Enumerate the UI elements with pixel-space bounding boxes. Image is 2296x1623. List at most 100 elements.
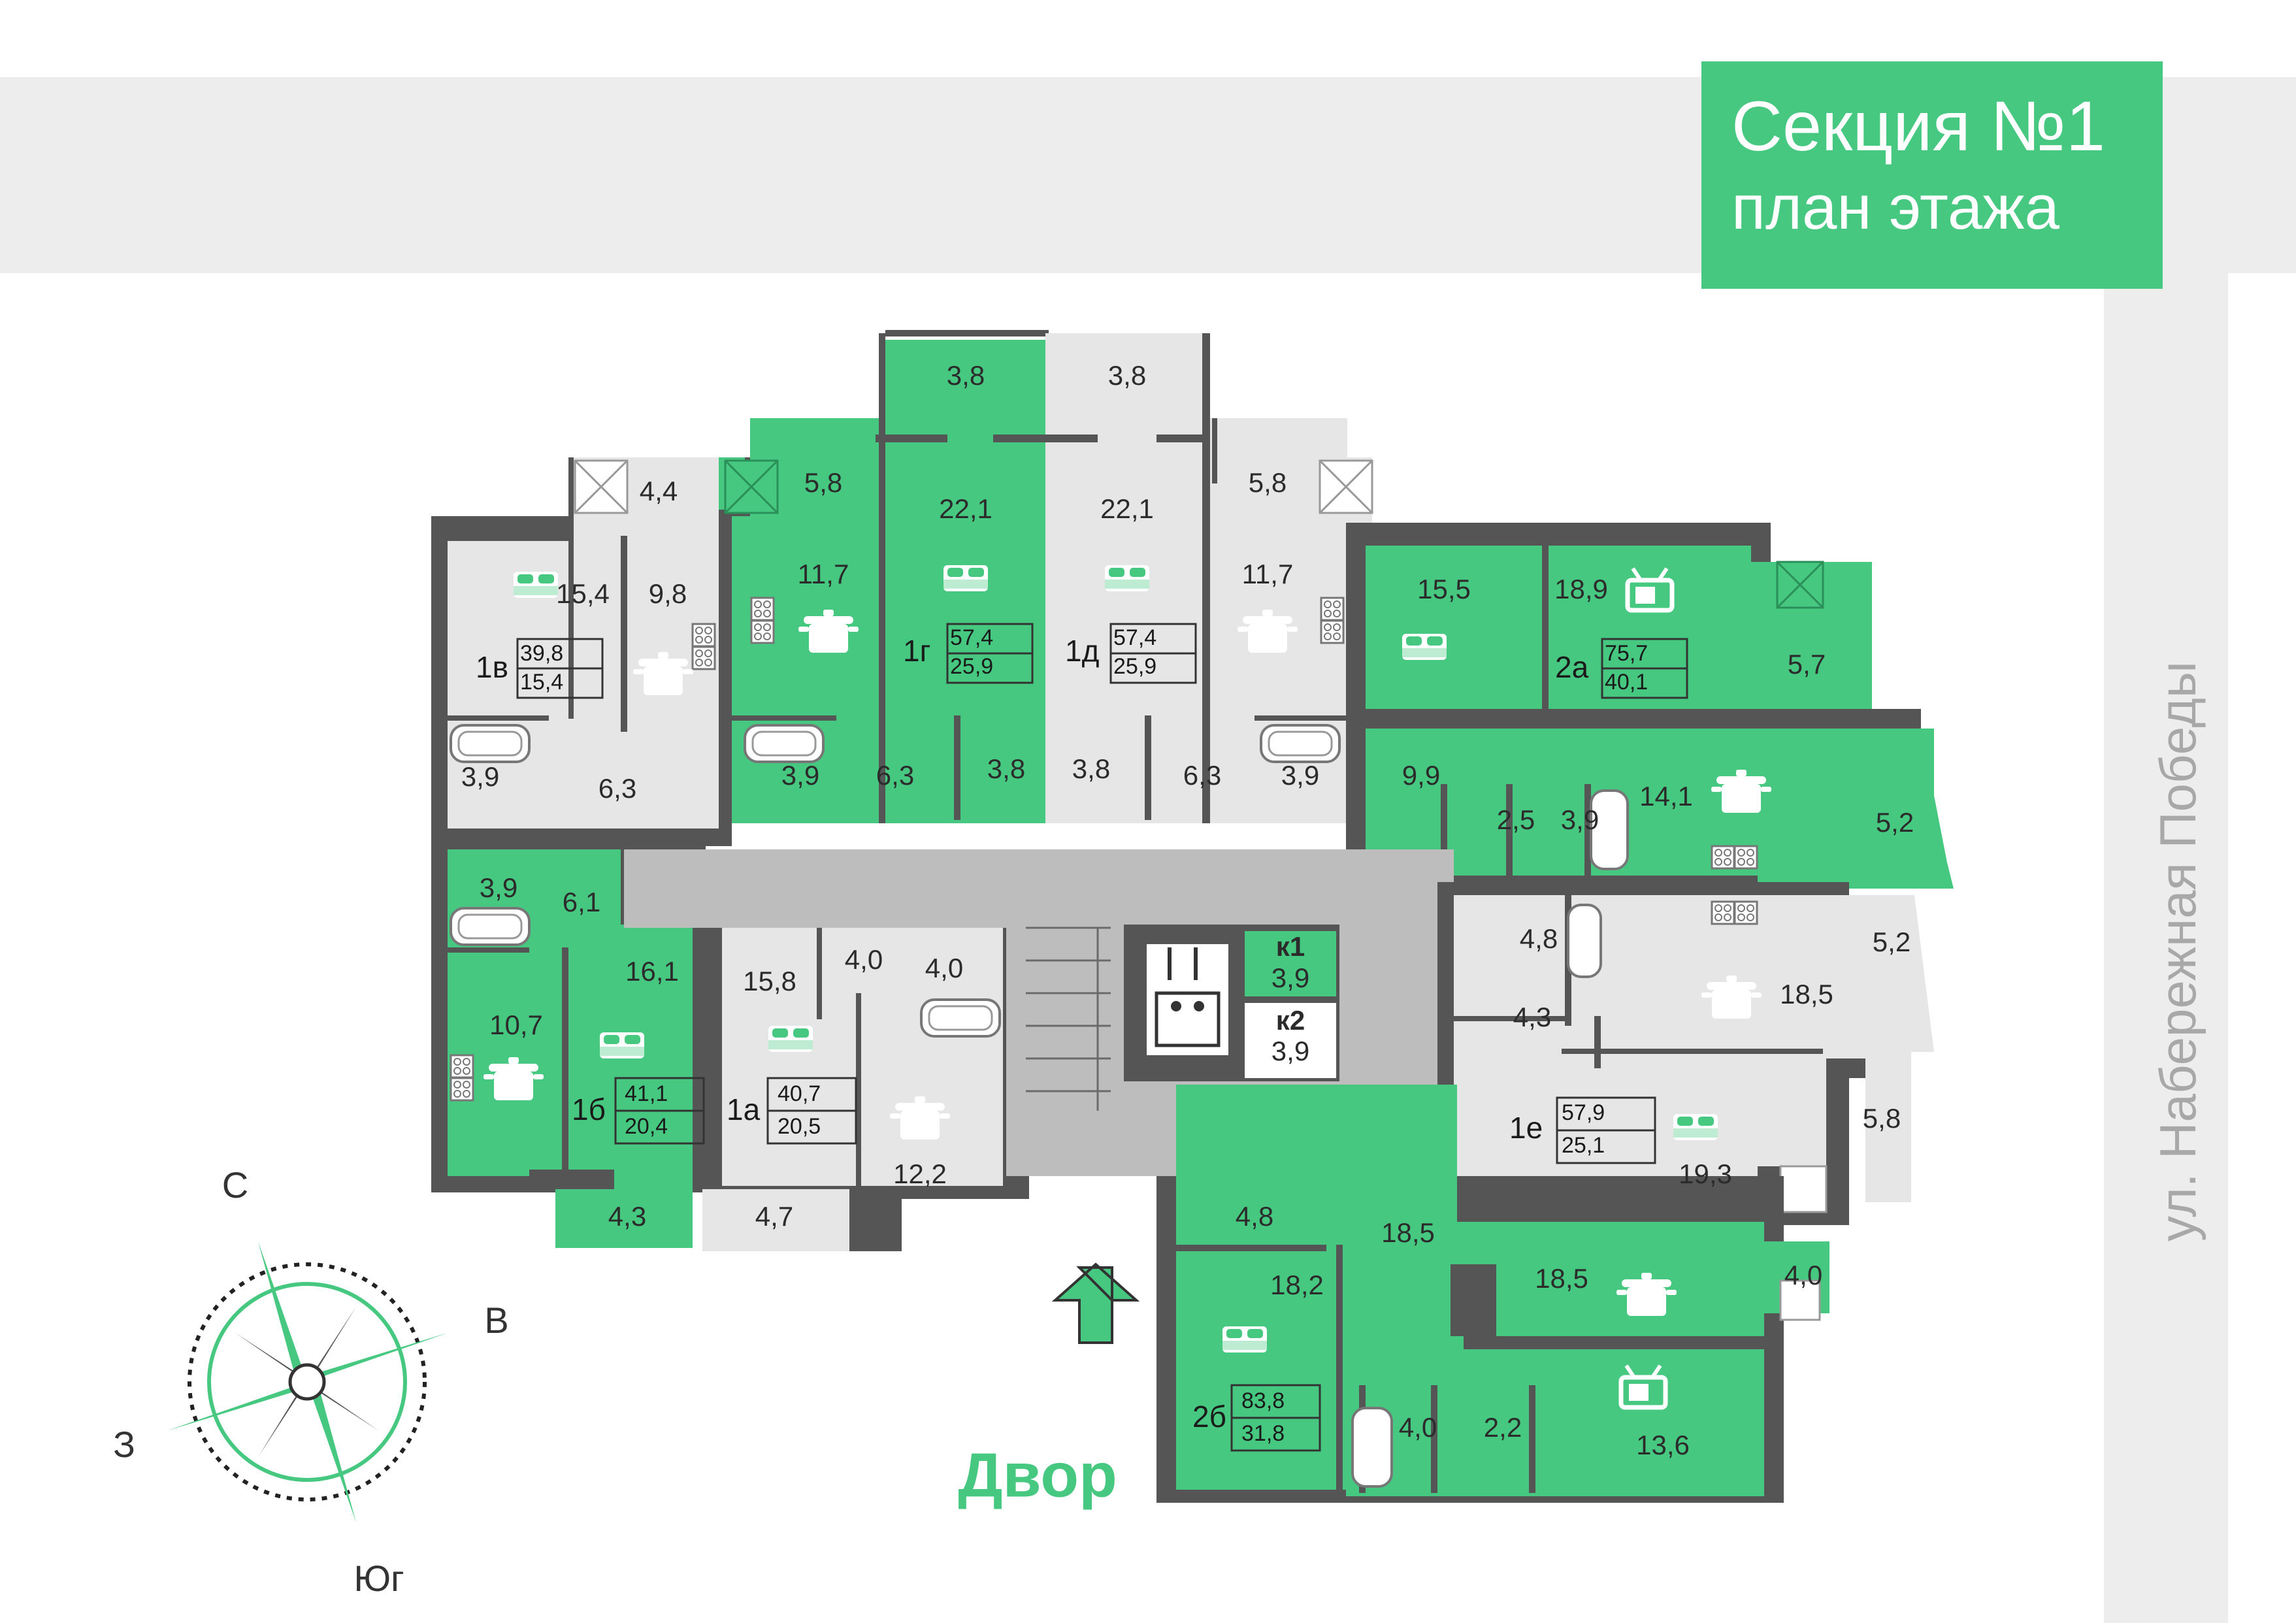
- svg-text:25,9: 25,9: [950, 654, 993, 679]
- room-area: 6,3: [1183, 760, 1221, 791]
- room-area: 4,8: [1236, 1201, 1273, 1232]
- section-header: Секция №1 план этажа: [1701, 61, 2163, 289]
- svg-text:1е: 1е: [1509, 1111, 1543, 1145]
- room-area: 4,7: [755, 1201, 793, 1232]
- compass-west: З: [113, 1424, 135, 1465]
- apt-label-2a: 2а 75,7 40,1: [1555, 638, 1688, 699]
- stairs: [1026, 926, 1111, 1111]
- room-area: 5,7: [1788, 649, 1826, 680]
- section-subtitle: план этажа: [1731, 172, 2059, 242]
- svg-text:40,7: 40,7: [778, 1081, 821, 1106]
- bed-icon: [768, 1026, 813, 1052]
- room-area: 4,8: [1520, 923, 1558, 954]
- room-area: 14,1: [1639, 781, 1693, 812]
- room-area: 15,8: [743, 966, 796, 996]
- svg-text:57,4: 57,4: [950, 625, 993, 650]
- room-area: 3,9: [1281, 760, 1319, 791]
- room-area: 4,0: [1784, 1260, 1822, 1290]
- room-area: 6,1: [563, 887, 600, 917]
- svg-text:20,4: 20,4: [625, 1114, 668, 1139]
- street-label: ул. Набережная Победы: [2149, 661, 2206, 1241]
- apt-label-1g: 1г 57,4 25,9: [903, 623, 1034, 684]
- svg-text:25,9: 25,9: [1113, 654, 1156, 679]
- svg-text:2б: 2б: [1192, 1400, 1226, 1434]
- svg-text:39,8: 39,8: [520, 641, 563, 666]
- room-area: 4,3: [1513, 1002, 1551, 1032]
- room-area: 2,5: [1497, 804, 1535, 835]
- apt-1b: [448, 849, 621, 1176]
- room-area: 9,9: [1402, 760, 1440, 791]
- room-area: 5,8: [1249, 467, 1287, 498]
- svg-text:1д: 1д: [1065, 634, 1100, 668]
- bed-icon: [1222, 1326, 1267, 1352]
- room-area: 3,8: [947, 360, 985, 391]
- svg-text:57,9: 57,9: [1562, 1100, 1605, 1125]
- room-area: 16,1: [625, 956, 679, 987]
- bed-icon: [943, 565, 988, 591]
- svg-text:31,8: 31,8: [1241, 1421, 1285, 1446]
- room-area: 3,9: [1561, 804, 1599, 835]
- room-area: 10,7: [489, 1009, 543, 1040]
- svg-text:83,8: 83,8: [1241, 1388, 1285, 1413]
- bed-icon: [600, 1032, 644, 1058]
- room-area: 18,5: [1535, 1263, 1588, 1294]
- apt-label-1d: 1д 57,4 25,9: [1065, 623, 1197, 684]
- room-k2: [1245, 1003, 1336, 1078]
- svg-text:25,1: 25,1: [1562, 1133, 1605, 1158]
- room-area: 6,3: [599, 773, 636, 804]
- room-area: 3,9: [480, 872, 517, 903]
- room-area: 4,3: [608, 1201, 646, 1232]
- svg-text:57,4: 57,4: [1113, 625, 1156, 650]
- building: [431, 330, 1954, 1503]
- apt-label-2b: 2б 83,8 31,8: [1192, 1384, 1321, 1452]
- apt-2b: [1176, 1085, 1366, 1490]
- bed-icon: [1673, 1114, 1718, 1140]
- room-area: 18,9: [1554, 574, 1608, 604]
- apt-2a: [1366, 546, 1751, 709]
- section-title: Секция №1: [1731, 86, 2105, 165]
- room-area: 5,8: [804, 467, 842, 498]
- room-area: 4,0: [845, 944, 883, 975]
- elevator-icon: [1147, 944, 1228, 1055]
- room-area: 3,8: [1108, 360, 1146, 391]
- room-area: 4,0: [925, 953, 963, 983]
- apt-label-1a: 1а 40,7 20,5: [727, 1077, 857, 1145]
- room-k1-area: 3,9: [1271, 962, 1309, 993]
- svg-text:1г: 1г: [903, 634, 930, 668]
- svg-text:40,1: 40,1: [1605, 670, 1648, 695]
- compass-north: С: [222, 1164, 248, 1205]
- room-area: 2,2: [1484, 1412, 1522, 1443]
- room-area: 5,8: [1863, 1103, 1901, 1134]
- svg-text:20,5: 20,5: [778, 1114, 821, 1139]
- room-area: 3,9: [461, 761, 499, 792]
- room-area: 15,4: [556, 578, 610, 609]
- room-area: 3,8: [987, 753, 1025, 784]
- room-k2-label: к2: [1276, 1005, 1305, 1036]
- svg-text:15,4: 15,4: [520, 670, 563, 695]
- svg-text:1б: 1б: [572, 1092, 606, 1126]
- room-k1-label: к1: [1276, 931, 1305, 962]
- svg-text:1а: 1а: [727, 1092, 761, 1126]
- bed-icon: [1105, 565, 1149, 591]
- apt-label-1v: 1в 39,8 15,4: [476, 638, 604, 699]
- room-area: 5,2: [1873, 926, 1911, 957]
- svg-text:41,1: 41,1: [625, 1081, 668, 1106]
- room-area: 18,2: [1270, 1270, 1324, 1300]
- compass-east: В: [484, 1300, 508, 1341]
- room-area: 3,9: [781, 760, 819, 791]
- room-area: 9,8: [649, 578, 687, 609]
- room-area: 15,5: [1417, 574, 1471, 604]
- room-area: 11,7: [1242, 559, 1294, 589]
- room-area: 19,3: [1679, 1158, 1732, 1189]
- room-area: 11,7: [798, 559, 849, 589]
- svg-text:75,7: 75,7: [1605, 641, 1648, 666]
- room-area: 6,3: [876, 760, 914, 791]
- entrance-arrow-icon: [1051, 1262, 1140, 1344]
- svg-text:2а: 2а: [1555, 650, 1589, 684]
- compass-south: Юг: [354, 1558, 404, 1599]
- room-area: 3,8: [1072, 753, 1110, 784]
- svg-text:1в: 1в: [476, 650, 508, 684]
- room-k1: [1245, 931, 1336, 996]
- apt-label-1b: 1б 41,1 20,4: [572, 1077, 705, 1145]
- room-area: 22,1: [939, 493, 992, 524]
